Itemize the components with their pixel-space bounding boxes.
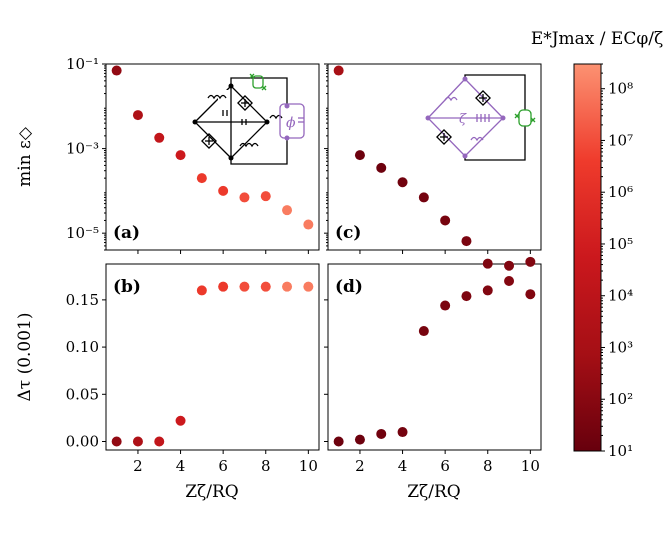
data-point-d-2 bbox=[354, 434, 365, 445]
data-point-d-4 bbox=[397, 427, 408, 438]
y-tick-label: 10⁻³ bbox=[66, 140, 99, 158]
data-point-a-3 bbox=[154, 132, 165, 143]
y-axis-label-top: min ε◇ bbox=[15, 126, 35, 187]
axis-ticks: 10⁻⁵ 10⁻³ 10⁻¹ 2 4 6 8 10 0.00 0.05 0.10 0.15 2 4 6 8 10 bbox=[66, 55, 540, 475]
x-axis-label-left: Zζ/RQ bbox=[185, 482, 239, 502]
data-point-c-3 bbox=[376, 162, 387, 173]
data-point-b-2 bbox=[132, 436, 143, 447]
panel-a-frame bbox=[105, 63, 320, 251]
data-point-c-4 bbox=[397, 177, 408, 188]
data-point-c-7 bbox=[461, 236, 472, 247]
x-tick-label: 6 bbox=[440, 457, 450, 475]
data-point-b-10 bbox=[303, 281, 314, 292]
data-point-a-5 bbox=[196, 173, 207, 184]
circuit-inset-a: ϕ bbox=[192, 73, 305, 165]
data-point-c-9 bbox=[504, 260, 515, 271]
data-point-b-9 bbox=[282, 281, 293, 292]
data-points bbox=[111, 65, 536, 447]
x-tick-label: 8 bbox=[261, 457, 271, 475]
y-tick-label: 0.05 bbox=[66, 385, 99, 403]
panel-label-b: (b) bbox=[113, 277, 141, 297]
panel-c-frame bbox=[327, 63, 542, 251]
svg-text:ϕ: ϕ bbox=[286, 115, 296, 131]
data-point-c-10 bbox=[525, 256, 536, 267]
data-point-a-7 bbox=[239, 192, 250, 203]
y-axis-label-bottom: Δτ (0.001) bbox=[15, 312, 35, 401]
colorbar-tick-label: 10⁷ bbox=[608, 131, 633, 149]
colorbar-tick-label: 10⁵ bbox=[608, 235, 633, 253]
data-point-d-8 bbox=[482, 285, 493, 296]
data-point-a-1 bbox=[111, 65, 122, 76]
data-point-a-10 bbox=[303, 219, 314, 230]
x-tick-label: 2 bbox=[355, 457, 365, 475]
data-point-b-3 bbox=[154, 436, 165, 447]
x-tick-label: 8 bbox=[483, 457, 493, 475]
data-point-d-9 bbox=[504, 275, 515, 286]
data-point-c-8 bbox=[482, 258, 493, 269]
data-point-a-6 bbox=[218, 185, 229, 196]
panel-label-c: (c) bbox=[335, 223, 361, 243]
x-tick-label: 4 bbox=[176, 457, 186, 475]
data-point-a-8 bbox=[260, 191, 271, 202]
x-tick-label: 4 bbox=[398, 457, 408, 475]
colorbar-tick-label: 10¹ bbox=[608, 442, 633, 460]
data-point-d-3 bbox=[376, 428, 387, 439]
data-point-b-1 bbox=[111, 436, 122, 447]
data-point-d-1 bbox=[333, 436, 344, 447]
circuit-inset-c: ζ bbox=[425, 74, 536, 161]
data-point-b-8 bbox=[260, 281, 271, 292]
x-tick-label: 2 bbox=[133, 457, 143, 475]
x-tick-label: 10 bbox=[299, 457, 318, 475]
data-point-c-2 bbox=[354, 150, 365, 161]
data-point-b-7 bbox=[239, 281, 250, 292]
x-tick-label: 6 bbox=[218, 457, 228, 475]
colorbar-tick-label: 10⁸ bbox=[608, 80, 633, 98]
colorbar-tick-label: 10³ bbox=[608, 338, 633, 356]
y-tick-label: 0.15 bbox=[66, 291, 99, 309]
data-point-b-6 bbox=[218, 281, 229, 292]
colorbar bbox=[573, 63, 602, 452]
x-tick-label: 10 bbox=[521, 457, 540, 475]
panel-label-a: (a) bbox=[113, 223, 140, 243]
data-point-b-5 bbox=[196, 285, 207, 296]
data-point-d-5 bbox=[418, 326, 429, 337]
data-point-a-4 bbox=[175, 150, 186, 161]
x-axis-label-right: Zζ/RQ bbox=[407, 482, 461, 502]
data-point-b-4 bbox=[175, 415, 186, 426]
y-tick-label: 10⁻⁵ bbox=[66, 224, 99, 242]
colorbar-ticks: 10¹ 10² 10³ 10⁴ 10⁵ 10⁶ 10⁷ 10⁸ bbox=[601, 63, 633, 460]
panel-label-d: (d) bbox=[335, 277, 363, 297]
data-point-d-6 bbox=[440, 300, 451, 311]
panel-d-frame bbox=[327, 263, 542, 451]
data-point-d-10 bbox=[525, 289, 536, 300]
y-tick-label: 0.10 bbox=[66, 338, 99, 356]
y-tick-label: 10⁻¹ bbox=[66, 55, 99, 73]
data-point-c-5 bbox=[418, 192, 429, 203]
panel-b-frame bbox=[105, 263, 320, 451]
data-point-c-1 bbox=[333, 65, 344, 76]
data-point-a-9 bbox=[282, 205, 293, 216]
colorbar-label: E*Jmax / ECφ/ζ bbox=[531, 29, 663, 49]
data-point-d-7 bbox=[461, 291, 472, 302]
colorbar-tick-label: 10⁶ bbox=[608, 183, 633, 201]
y-tick-label: 0.00 bbox=[66, 433, 99, 451]
svg-text:ζ: ζ bbox=[459, 112, 467, 127]
data-point-a-2 bbox=[132, 110, 143, 121]
colorbar-tick-label: 10² bbox=[608, 390, 633, 408]
data-point-c-6 bbox=[440, 215, 451, 226]
colorbar-tick-label: 10⁴ bbox=[608, 287, 633, 305]
